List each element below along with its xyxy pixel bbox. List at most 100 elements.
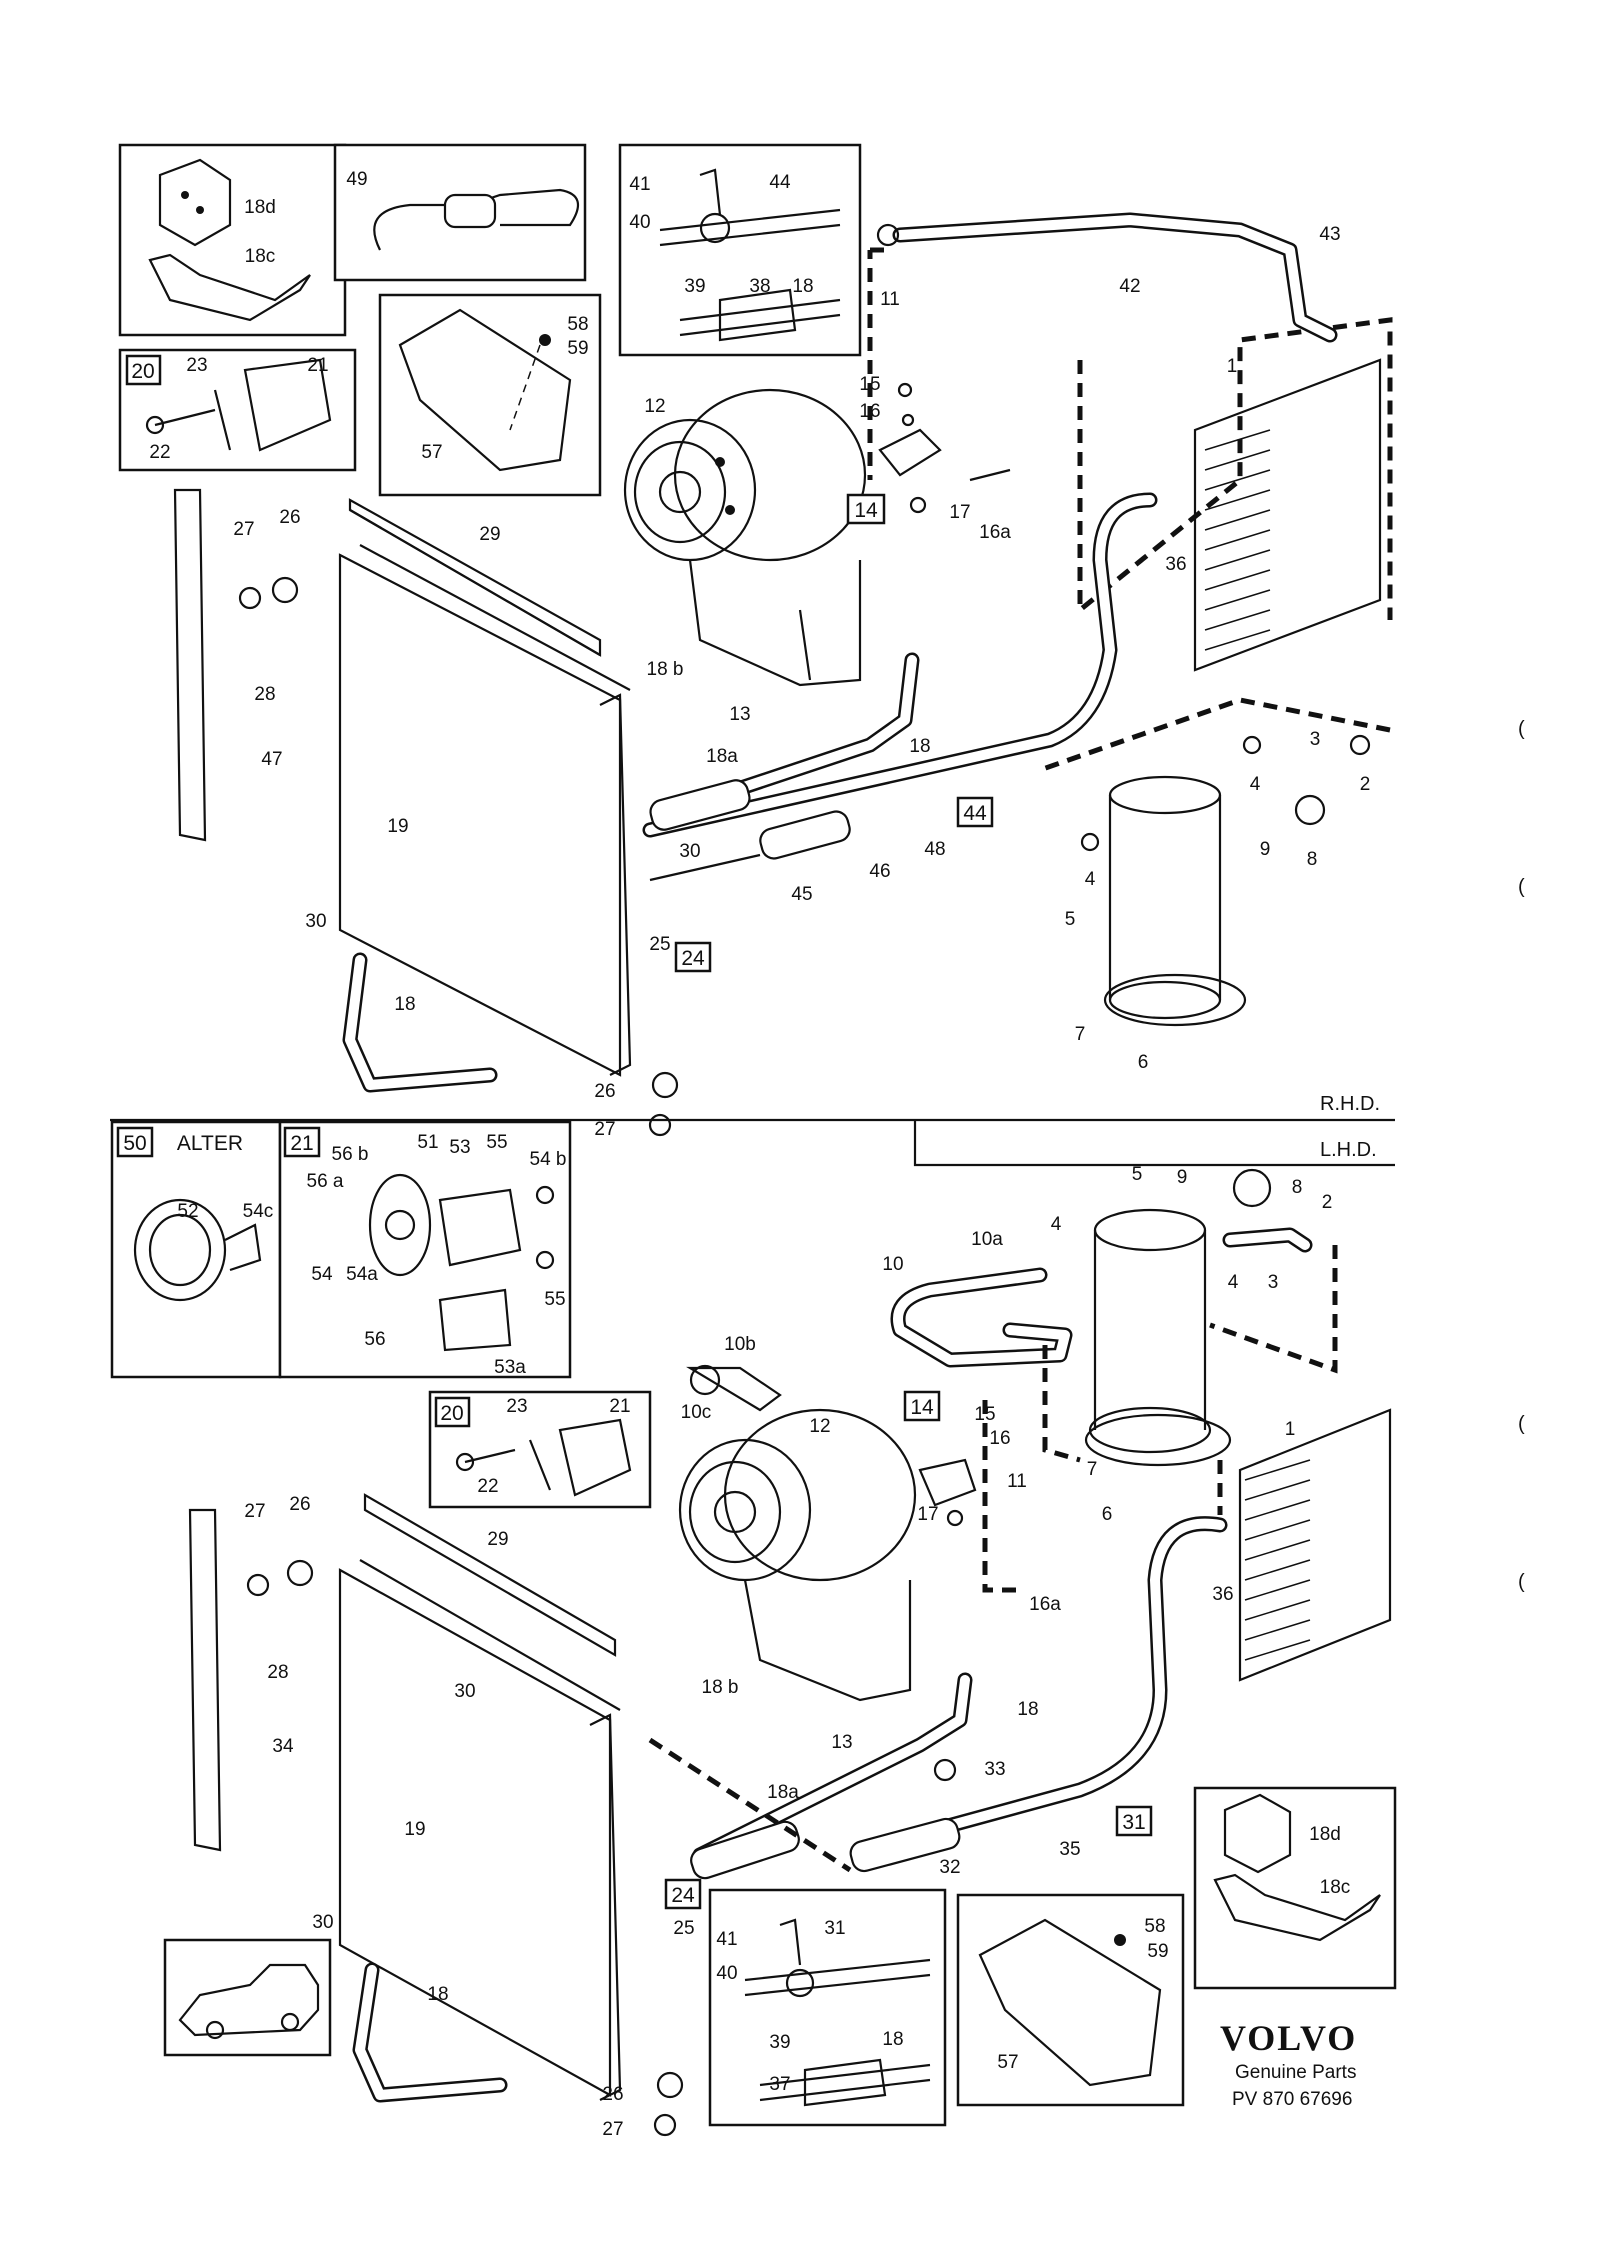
compressor-12-upper: 12 13	[623, 388, 867, 725]
label-18-low-lower: 18	[427, 1984, 448, 2005]
label-18d: 18d	[244, 197, 276, 218]
label-13-upper: 13	[729, 704, 750, 725]
section-divider	[110, 1118, 1395, 1167]
label-27-upper: 27	[233, 519, 254, 540]
label-58-lower: 58	[1144, 1916, 1165, 1937]
inset-car-silhouette	[163, 1938, 332, 2057]
label-53a: 53a	[494, 1357, 526, 1378]
dashed-evaporator-frame-upper	[1077, 317, 1393, 620]
label-15-lower: 15	[974, 1404, 995, 1425]
label-36-upper: 36	[1165, 554, 1186, 575]
label-1-lower: 1	[1285, 1419, 1296, 1440]
box-50-lower: 50	[123, 1132, 146, 1155]
label-52: 52	[177, 1201, 198, 1222]
label-16a-lower: 16a	[1029, 1594, 1061, 1615]
label-41-lower: 41	[716, 1929, 737, 1950]
label-54a: 54a	[346, 1264, 378, 1285]
label-7-upper: 7	[1075, 1024, 1086, 1045]
label-38: 38	[749, 276, 770, 297]
label-10c: 10c	[681, 1402, 712, 1423]
label-17-upper: 17	[949, 502, 970, 523]
label-26-lower: 26	[289, 1494, 310, 1515]
label-10: 10	[882, 1254, 903, 1275]
label-21: 21	[307, 355, 328, 376]
label-16-lower: 16	[989, 1428, 1010, 1449]
box-14-upper: 14	[854, 499, 878, 522]
margin-mark-3: (	[1518, 1413, 1525, 1435]
label-29-upper: 29	[479, 524, 500, 545]
inset-hose-49: 49	[333, 143, 587, 282]
inset-mount-18d-lower: 18d 18c	[1193, 1786, 1397, 1990]
brand-genuine-parts: Genuine Parts	[1235, 2062, 1356, 2083]
fittings-14-lower: 14 15 16 11 17 16a 10b 10c	[681, 1334, 1062, 1615]
label-21-lower: 21	[609, 1396, 630, 1417]
label-8-upper: 8	[1307, 849, 1318, 870]
inset-mount-18d: 18d 18c	[118, 143, 347, 337]
dashed-lower-hose	[648, 1737, 852, 1873]
label-18d-lower: 18d	[1309, 1824, 1341, 1845]
volvo-brand-block: VOLVO Genuine Parts PV 870 67696	[1220, 2018, 1357, 2110]
label-40-lower: 40	[716, 1963, 737, 1984]
box-21-lower: 21	[290, 1132, 313, 1155]
label-33: 33	[984, 1759, 1005, 1780]
label-23-lower: 23	[506, 1396, 527, 1417]
label-11-lower: 11	[1007, 1471, 1027, 1492]
label-28-upper: 28	[254, 684, 275, 705]
label-2-lower: 2	[1322, 1192, 1333, 1213]
compressor-12-lower: 12 13	[678, 1408, 917, 1753]
label-48: 48	[924, 839, 945, 860]
sleeve-45-upper	[759, 810, 851, 860]
label-56: 56	[364, 1329, 385, 1350]
sleeve-18a-upper	[649, 779, 751, 831]
label-28-lower: 28	[267, 1662, 288, 1683]
label-25-upper: 25	[649, 934, 670, 955]
label-30-upper-b: 30	[305, 911, 326, 932]
label-47: 47	[261, 749, 282, 770]
inset-title-alter: ALTER	[177, 1132, 243, 1155]
box-24-lower-label: 24	[671, 1884, 695, 1907]
box-14-lower: 14	[910, 1396, 934, 1419]
label-9-upper: 9	[1260, 839, 1271, 860]
label-3-upper: 3	[1310, 729, 1321, 750]
label-49: 49	[346, 169, 367, 190]
label-25-lower: 25	[673, 1918, 694, 1939]
label-4a-lower: 4	[1051, 1214, 1062, 1235]
box-31-lower	[1115, 1805, 1153, 1837]
box-44-upper	[956, 796, 994, 828]
box-31-label: 31	[1122, 1811, 1145, 1834]
label-55a: 55	[486, 1132, 507, 1153]
label-53: 53	[449, 1137, 470, 1158]
label-6-lower: 6	[1102, 1504, 1113, 1525]
label-4a-upper: 4	[1250, 774, 1261, 795]
dashed-routes-lower	[982, 1245, 1338, 1593]
evaporator-1-lower: 1 36	[1212, 1408, 1392, 1682]
label-7-lower: 7	[1087, 1459, 1098, 1480]
label-18-hose-upper: 18	[909, 736, 930, 757]
label-37: 37	[769, 2074, 790, 2095]
box-24-label: 24	[681, 947, 705, 970]
label-45: 45	[791, 884, 812, 905]
brand-volvo: VOLVO	[1220, 2018, 1357, 2058]
box-20-lower: 20	[440, 1402, 463, 1425]
label-12-upper: 12	[644, 396, 665, 417]
label-30-lower-a: 30	[454, 1681, 475, 1702]
evaporator-1-upper: 1 36	[1165, 356, 1382, 672]
label-57: 57	[421, 442, 442, 463]
label-29-lower: 29	[487, 1529, 508, 1550]
label-9-lower: 9	[1177, 1167, 1188, 1188]
inset-bolt-20-lower: 20 23 21 22	[428, 1390, 652, 1509]
label-17-lower: 17	[917, 1504, 938, 1525]
label-22: 22	[149, 442, 170, 463]
label-5-lower: 5	[1132, 1164, 1143, 1185]
label-26b-upper: 26	[594, 1081, 615, 1102]
label-30-lower-b: 30	[312, 1912, 333, 1933]
label-54: 54	[311, 1264, 333, 1285]
label-18-clip: 18	[792, 276, 813, 297]
inset-cover-57-lower: 58 59 57	[956, 1893, 1185, 2107]
label-10a: 10a	[971, 1229, 1003, 1250]
label-22-lower: 22	[477, 1476, 498, 1497]
inset-bolt-20: 20 23 21 22	[118, 348, 357, 472]
dashed-drier-frame-upper	[1039, 697, 1391, 773]
label-18b-upper: 18 b	[647, 659, 684, 680]
